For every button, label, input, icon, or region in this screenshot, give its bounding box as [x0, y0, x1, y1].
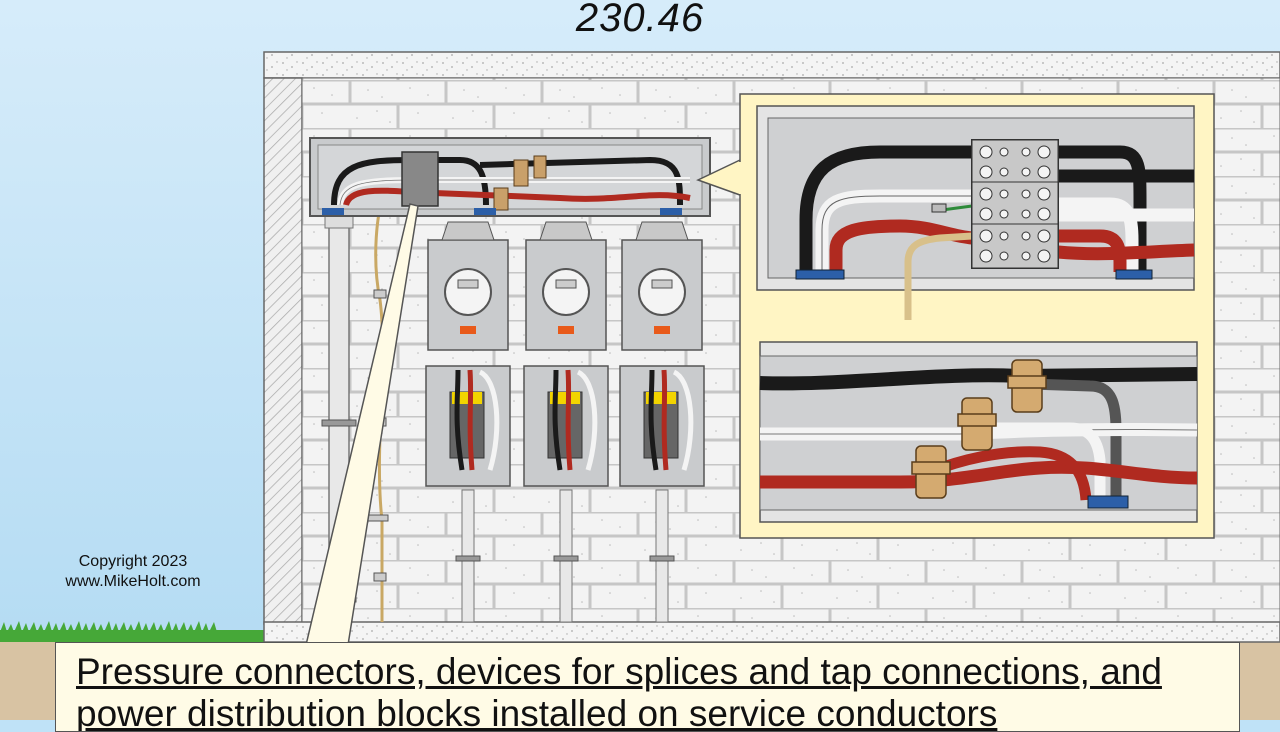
detail-callout: [696, 93, 1215, 539]
building-wall-top-coping: [263, 51, 1280, 79]
copyright-notice: Copyright 2023 www.MikeHolt.com: [40, 552, 226, 592]
split-bolt-connector-icon: [533, 155, 547, 179]
electric-meter-icon: [638, 268, 686, 316]
split-bolt-connector-icon: [513, 159, 529, 187]
grass: [0, 621, 265, 642]
unit-1: [425, 221, 511, 623]
distribution-block-icon: [971, 139, 1059, 269]
building-wall-side: [263, 77, 303, 625]
wireway: [309, 137, 711, 217]
split-bolt-connector-icon: [911, 445, 951, 499]
distribution-block-icon: [401, 151, 439, 207]
split-bolt-tap-detail: [759, 341, 1198, 523]
electric-meter-icon: [444, 268, 492, 316]
building-foundation: [263, 621, 1280, 643]
split-bolt-connector-icon: [1007, 359, 1047, 413]
website-line: www.MikeHolt.com: [65, 573, 201, 590]
grounding-electrode-conductor: [374, 189, 388, 622]
unit-2: [523, 221, 609, 623]
meter-disconnect-units: [425, 221, 705, 623]
copyright-line: Copyright 2023: [78, 553, 188, 570]
split-bolt-connector-icon: [957, 397, 997, 451]
electric-meter-icon: [542, 268, 590, 316]
caption-box: Pressure connectors, devices for splices…: [55, 642, 1240, 732]
distribution-block-detail: [756, 105, 1195, 320]
unit-3: [619, 221, 705, 623]
page-title: 230.46: [575, 0, 705, 40]
split-bolt-connector-icon: [493, 187, 509, 211]
